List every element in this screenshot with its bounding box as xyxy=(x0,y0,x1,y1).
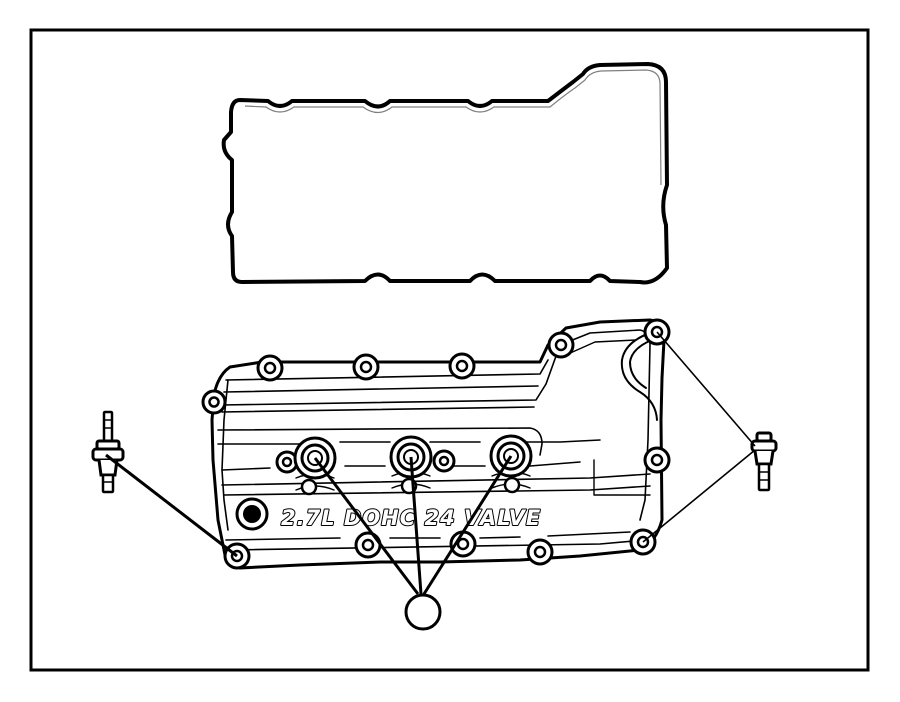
cover-lower-rail xyxy=(221,473,651,486)
cover-lower-rail-2 xyxy=(223,485,651,496)
breather-hose-2 xyxy=(629,339,653,389)
diagram-frame xyxy=(29,28,870,672)
bolt-icon xyxy=(643,446,671,474)
bolt-icon xyxy=(300,478,318,496)
bolt-icon xyxy=(547,331,575,359)
bolt-icon xyxy=(201,389,227,415)
gasket-inner-edge xyxy=(244,69,662,186)
stud-bolt-left xyxy=(91,410,125,494)
breather-hose xyxy=(620,332,658,421)
bolt-icon xyxy=(503,476,521,494)
bolt-icon xyxy=(448,352,476,380)
gasket-outline xyxy=(221,62,669,285)
cover-right-housing-inner xyxy=(567,339,651,496)
leader-tube-3 xyxy=(422,455,513,595)
valve-cover-gasket xyxy=(221,62,669,285)
cover-band-4 xyxy=(221,406,535,413)
bolt-icon xyxy=(354,531,382,559)
bolt-icon xyxy=(526,538,554,566)
valve-cover: 2.7L DOHC 24 VALVE xyxy=(210,318,666,570)
bolt-icon xyxy=(352,353,380,381)
cover-casting-text: 2.7L DOHC 24 VALVE xyxy=(281,506,541,530)
leader-tube-2 xyxy=(409,456,423,595)
bolt-icon xyxy=(256,354,284,382)
leader-tube-1 xyxy=(313,457,420,595)
cover-top-band xyxy=(225,359,549,381)
bolt-icon xyxy=(432,449,456,473)
cover-ridge xyxy=(217,427,543,456)
callout-circle xyxy=(404,593,442,631)
leader-left-stud-to-bolt xyxy=(105,453,238,558)
leader-right-stud-lower xyxy=(642,449,756,543)
cover-band-2 xyxy=(223,385,539,393)
cover-band-3 xyxy=(221,344,561,406)
oil-fill-cap xyxy=(235,497,269,531)
tube-seal-icon xyxy=(489,434,533,478)
cover-ridge-lower xyxy=(217,439,601,445)
stud-bolt-right xyxy=(750,431,778,492)
cover-bottom-edge xyxy=(225,531,631,541)
cover-mid-line xyxy=(221,461,581,471)
oil-fill-cap-center xyxy=(243,505,261,523)
leader-lines xyxy=(105,331,756,595)
leader-right-stud-upper xyxy=(656,331,756,447)
